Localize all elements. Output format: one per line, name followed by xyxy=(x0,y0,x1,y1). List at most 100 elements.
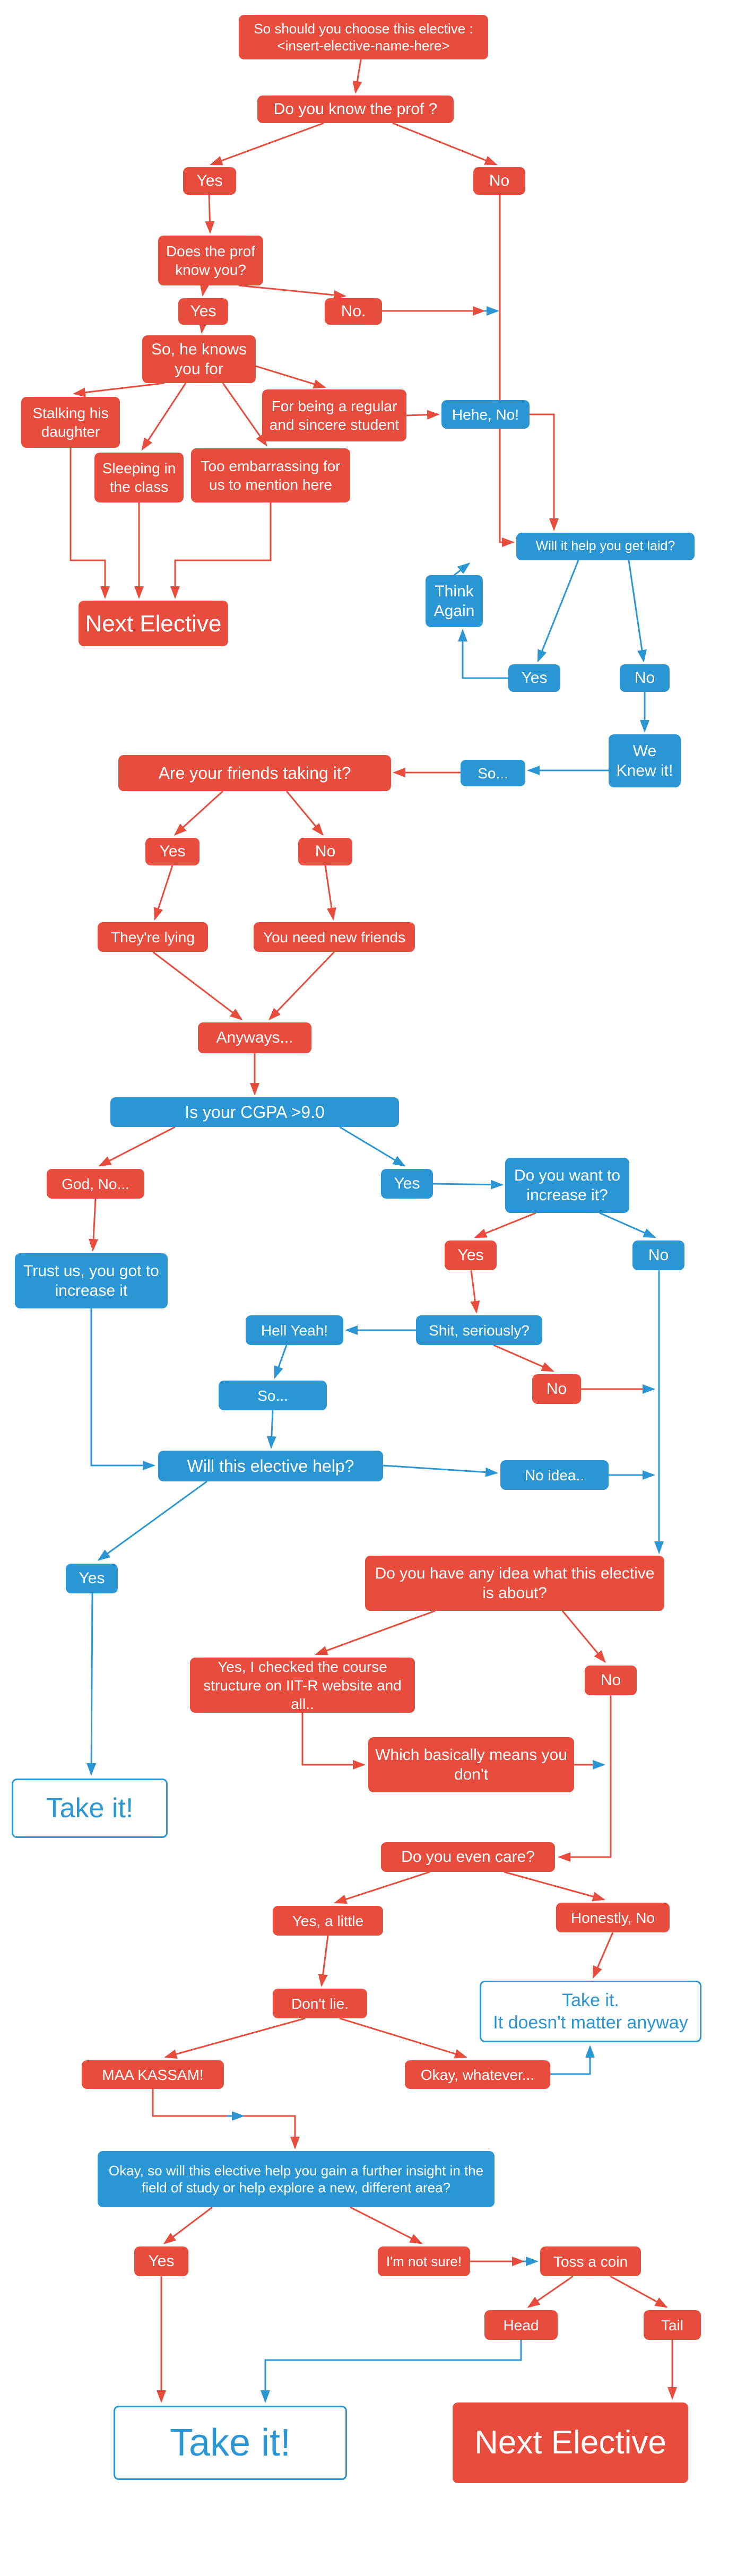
node-label: Honestly, No xyxy=(570,1909,655,1926)
connector xyxy=(537,560,579,663)
connector xyxy=(599,1212,656,1238)
node-get-laid-yes: Yes xyxy=(508,664,560,692)
connector xyxy=(98,1126,176,1167)
node-label: Take it. xyxy=(562,1990,619,2010)
node-label: Next Elective xyxy=(85,610,222,637)
node-get-laid: Will it help you get laid? xyxy=(516,533,695,560)
node-label: They're lying xyxy=(111,929,195,946)
connector xyxy=(350,2206,423,2244)
node-label: Okay, so will this elective help you gai… xyxy=(108,2162,484,2196)
node-elective-help: Will this elective help? xyxy=(158,1451,383,1481)
node-label: Yes xyxy=(457,1246,484,1264)
connector xyxy=(550,2045,595,2075)
connector xyxy=(352,59,362,94)
node-label: Tail xyxy=(661,2317,683,2334)
node-label: No xyxy=(489,172,510,190)
node-label: Take it! xyxy=(169,2422,291,2464)
connector xyxy=(268,951,335,1021)
node-theyre-lying: They're lying xyxy=(98,922,208,952)
node-shit-seriously: Shit, seriously? xyxy=(416,1315,542,1345)
node-want-increase: Do you want to increase it? xyxy=(505,1158,629,1213)
node-tail: Tail xyxy=(644,2310,701,2340)
node-label: Do you want to increase it? xyxy=(514,1166,621,1204)
node-cgpa: Is your CGPA >9.0 xyxy=(110,1097,399,1127)
connector xyxy=(261,2340,522,2403)
node-label: Take it! xyxy=(46,1792,134,1824)
node-seriously-no: No xyxy=(532,1374,581,1404)
node-label: No xyxy=(315,843,336,861)
node-take-it-2: Take it.It doesn't matter anyway xyxy=(480,1981,701,2042)
node-label: God, No... xyxy=(62,1175,129,1192)
node-label: No xyxy=(546,1380,567,1398)
node-label: MAA KASSAM! xyxy=(102,2066,204,2083)
node-next-elective-1: Next Elective xyxy=(79,601,228,646)
node-label: Does the prof know you? xyxy=(166,243,256,278)
connector xyxy=(499,195,515,547)
node-label: No. xyxy=(341,302,366,320)
node-regular-student: For being a regular and sincere student xyxy=(262,389,406,441)
connector xyxy=(86,1593,97,1776)
node-label: So... xyxy=(257,1387,288,1404)
node-label: No xyxy=(600,1671,621,1689)
node-know-prof: Do you know the prof ? xyxy=(257,96,454,123)
node-label: Stalking his daughter xyxy=(32,405,109,440)
connector xyxy=(152,951,243,1020)
connector xyxy=(592,1932,614,1979)
connector xyxy=(383,1464,498,1477)
connector xyxy=(153,865,174,921)
connector xyxy=(266,1410,276,1449)
connector xyxy=(504,1871,605,1902)
node-label: So should you choose this elective : xyxy=(254,20,473,37)
node-knows-you-for: So, he knows you for xyxy=(142,335,256,383)
node-basically-means: Which basically means you don't xyxy=(368,1737,574,1792)
node-anyways: Anyways... xyxy=(198,1022,311,1053)
node-label: Anyways... xyxy=(216,1029,293,1047)
node-need-new-friends: You need new friends xyxy=(254,922,415,952)
node-no-idea: No idea.. xyxy=(500,1460,609,1490)
node-next-elective-2: Next Elective xyxy=(453,2402,688,2483)
node-insight: Okay, so will this elective help you gai… xyxy=(98,2151,495,2207)
node-even-care: Do you even care? xyxy=(381,1842,555,1872)
node-label: Think Again xyxy=(433,582,475,620)
connector xyxy=(210,122,324,166)
connector xyxy=(530,413,559,531)
node-label: Are your friends taking it? xyxy=(158,764,351,783)
node-so-1: So... xyxy=(461,760,525,786)
connector xyxy=(474,1212,536,1238)
node-hehe-no: Hehe, No! xyxy=(441,400,530,429)
node-maa-kassam: MAA KASSAM! xyxy=(82,2060,224,2089)
node-label: Too embarrassing for us to mention here xyxy=(201,458,341,493)
node-label: So, he knows you for xyxy=(151,340,247,378)
node-prof-know-you: Does the prof know you? xyxy=(158,236,263,285)
node-embarrassing: Too embarrassing for us to mention here xyxy=(191,448,350,502)
node-label: You need new friends xyxy=(263,929,406,946)
node-label: Yes xyxy=(148,2252,175,2270)
node-label: Do you even care? xyxy=(401,1848,535,1866)
connector xyxy=(89,1198,99,1252)
node-increase-yes: Yes xyxy=(445,1241,497,1270)
connector xyxy=(470,1270,480,1314)
node-label: I'm not sure! xyxy=(386,2253,462,2269)
node-label: Yes xyxy=(521,669,548,687)
connector xyxy=(255,365,326,389)
node-god-no: God, No... xyxy=(47,1169,144,1199)
node-label: Don't lie. xyxy=(291,1995,349,2012)
connector xyxy=(318,1935,329,1987)
connector xyxy=(454,562,471,576)
node-prof-know-you-yes: Yes xyxy=(178,298,228,325)
connector xyxy=(458,629,508,679)
node-we-knew-it: We Knew it! xyxy=(609,734,681,787)
node-label: Do you have any idea what this elective … xyxy=(375,1564,655,1602)
connector xyxy=(222,383,267,447)
node-label: Do you know the prof ? xyxy=(273,100,438,118)
node-increase-no: No xyxy=(632,1241,684,1270)
node-label: Shit, seriously? xyxy=(429,1322,530,1339)
connector xyxy=(70,448,110,599)
connector xyxy=(90,1308,155,1470)
node-label: Head xyxy=(503,2317,539,2334)
connector xyxy=(315,1610,436,1655)
node-label: We Knew it! xyxy=(616,742,673,780)
connector xyxy=(406,410,440,420)
node-so-2: So... xyxy=(219,1381,327,1410)
